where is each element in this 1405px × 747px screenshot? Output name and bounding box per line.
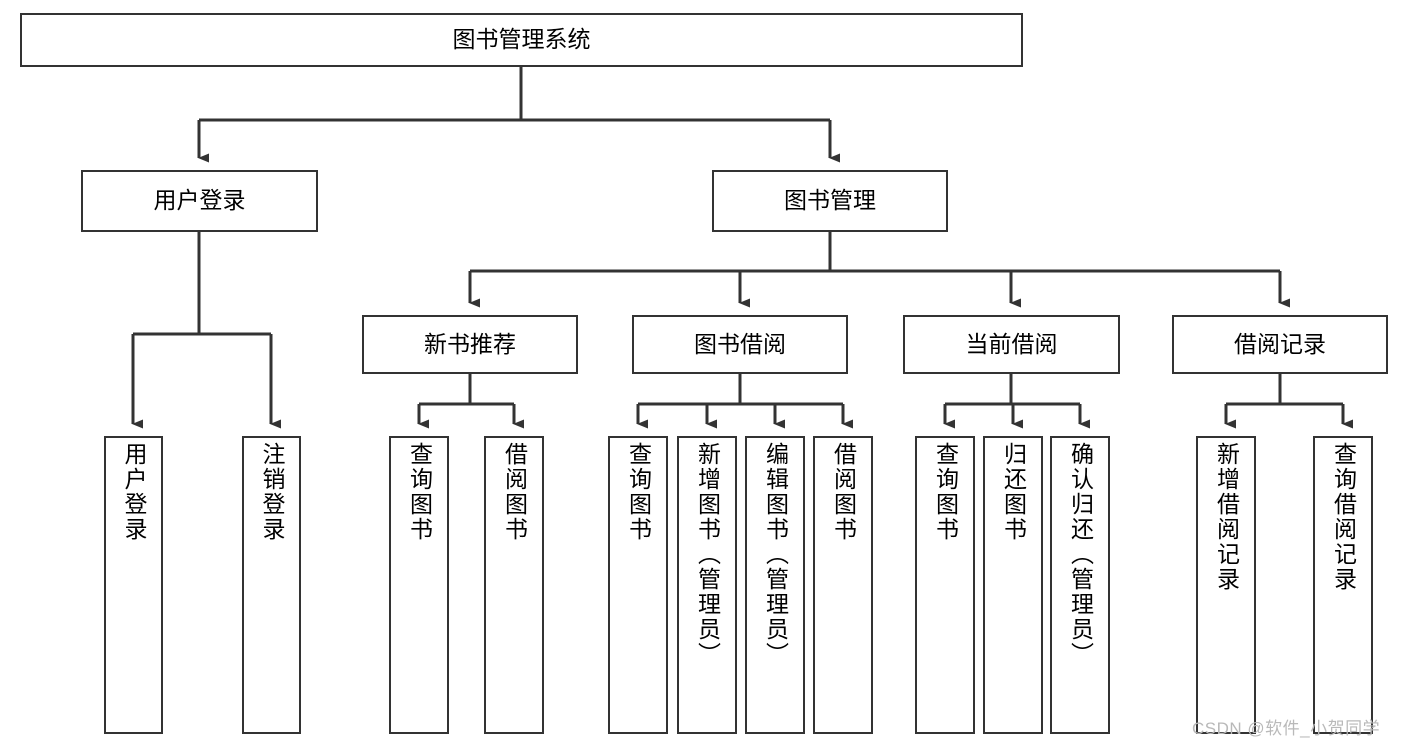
leaf-book-borrow-edit[interactable]: 编辑图书（管理员） bbox=[745, 436, 805, 734]
leaf-borrow-record-add[interactable]: 新增借阅记录 bbox=[1196, 436, 1256, 734]
node-current-borrow[interactable]: 当前借阅 bbox=[903, 315, 1120, 374]
leaf-new-book-borrow[interactable]: 借阅图书 bbox=[484, 436, 544, 734]
leaf-current-borrow-return[interactable]: 归还图书 bbox=[983, 436, 1043, 734]
leaf-book-borrow-borrow-label: 借阅图书 bbox=[830, 442, 857, 542]
node-book-manage-label: 图书管理 bbox=[784, 187, 876, 214]
leaf-current-borrow-confirm[interactable]: 确认归还（管理员） bbox=[1050, 436, 1110, 734]
leaf-book-borrow-query-label: 查询图书 bbox=[625, 442, 652, 542]
leaf-user-login-logout-label: 注销登录 bbox=[259, 442, 285, 542]
leaf-new-book-query-label: 查询图书 bbox=[406, 442, 433, 542]
node-new-book-recommend-label: 新书推荐 bbox=[424, 330, 516, 357]
node-book-borrow[interactable]: 图书借阅 bbox=[632, 315, 848, 374]
leaf-borrow-record-add-label: 新增借阅记录 bbox=[1213, 442, 1240, 592]
leaf-borrow-record-query-label: 查询借阅记录 bbox=[1330, 442, 1357, 592]
leaf-book-borrow-add[interactable]: 新增图书（管理员） bbox=[677, 436, 737, 734]
watermark-text: CSDN @软件_小贺同学 bbox=[1192, 719, 1381, 738]
node-borrow-record[interactable]: 借阅记录 bbox=[1172, 315, 1388, 374]
leaf-book-borrow-add-label: 新增图书（管理员） bbox=[694, 442, 721, 667]
leaf-current-borrow-query-label: 查询图书 bbox=[932, 442, 959, 542]
leaf-borrow-record-query[interactable]: 查询借阅记录 bbox=[1313, 436, 1373, 734]
node-book-manage[interactable]: 图书管理 bbox=[712, 170, 948, 232]
leaf-new-book-borrow-label: 借阅图书 bbox=[501, 442, 528, 542]
leaf-current-borrow-return-label: 归还图书 bbox=[1000, 442, 1027, 542]
leaf-new-book-query[interactable]: 查询图书 bbox=[389, 436, 449, 734]
node-root[interactable]: 图书管理系统 bbox=[20, 13, 1023, 67]
leaf-current-borrow-confirm-label: 确认归还（管理员） bbox=[1067, 442, 1094, 667]
leaf-user-login-logout[interactable]: 注销登录 bbox=[242, 436, 301, 734]
node-user-login[interactable]: 用户登录 bbox=[81, 170, 318, 232]
node-new-book-recommend[interactable]: 新书推荐 bbox=[362, 315, 578, 374]
node-book-borrow-label: 图书借阅 bbox=[694, 330, 786, 357]
leaf-book-borrow-borrow[interactable]: 借阅图书 bbox=[813, 436, 873, 734]
node-root-label: 图书管理系统 bbox=[452, 26, 591, 53]
node-current-borrow-label: 当前借阅 bbox=[965, 330, 1058, 357]
leaf-book-borrow-query[interactable]: 查询图书 bbox=[608, 436, 668, 734]
leaf-book-borrow-edit-label: 编辑图书（管理员） bbox=[762, 442, 789, 667]
node-borrow-record-label: 借阅记录 bbox=[1234, 330, 1326, 357]
leaf-user-login-login-label: 用户登录 bbox=[121, 442, 147, 542]
leaf-current-borrow-query[interactable]: 查询图书 bbox=[915, 436, 975, 734]
node-user-login-label: 用户登录 bbox=[153, 187, 246, 214]
leaf-user-login-login[interactable]: 用户登录 bbox=[104, 436, 163, 734]
